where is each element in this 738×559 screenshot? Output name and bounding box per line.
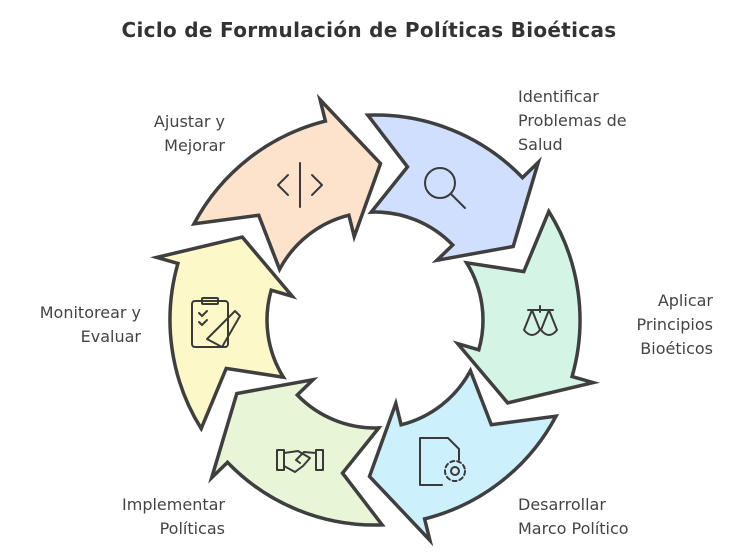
label-line: Marco Político [518, 519, 629, 538]
label-line: Monitorear y [39, 303, 141, 322]
label-line: Principios [636, 315, 714, 334]
label-line: Ajustar y [153, 112, 225, 131]
label-line: Políticas [159, 519, 225, 538]
step-label-desarrollar: Desarrollar Marco Político [518, 493, 629, 541]
document-gear-icon [419, 437, 466, 486]
scales-icon [523, 305, 558, 336]
label-line: Salud [518, 135, 563, 154]
step-label-identificar: Identificar Problemas de Salud [518, 85, 627, 157]
label-line: Implementar [122, 495, 225, 514]
handshake-icon [276, 449, 324, 473]
diagram-title: Ciclo de Formulación de Políticas Bioéti… [121, 18, 617, 42]
label-line: Evaluar [80, 327, 141, 346]
label-line: Bioéticos [640, 339, 713, 358]
label-line: Mejorar [164, 136, 225, 155]
label-line: Desarrollar [518, 495, 606, 514]
label-line: Identificar [518, 87, 599, 106]
cycle-arrow-segment [149, 235, 298, 433]
label-line: Problemas de [518, 111, 627, 130]
cycle-arrow-segment [452, 207, 601, 405]
step-label-ajustar: Ajustar y Mejorar [154, 110, 225, 158]
step-label-monitorear: Monitorear y Evaluar [40, 301, 141, 349]
magnifier-icon [424, 167, 466, 209]
clipboard-pencil-icon [191, 297, 241, 348]
cycle-arrow-segment [190, 93, 383, 274]
step-label-implementar: Implementar Políticas [122, 493, 225, 541]
cycle-arrow-segment [208, 376, 386, 527]
step-label-aplicar: Aplicar Principios Bioéticos [637, 289, 714, 361]
cycle-arrow-segment [364, 113, 542, 264]
cycle-arrow-segment [367, 366, 560, 547]
label-line: Aplicar [657, 291, 713, 310]
code-icon [277, 162, 323, 208]
